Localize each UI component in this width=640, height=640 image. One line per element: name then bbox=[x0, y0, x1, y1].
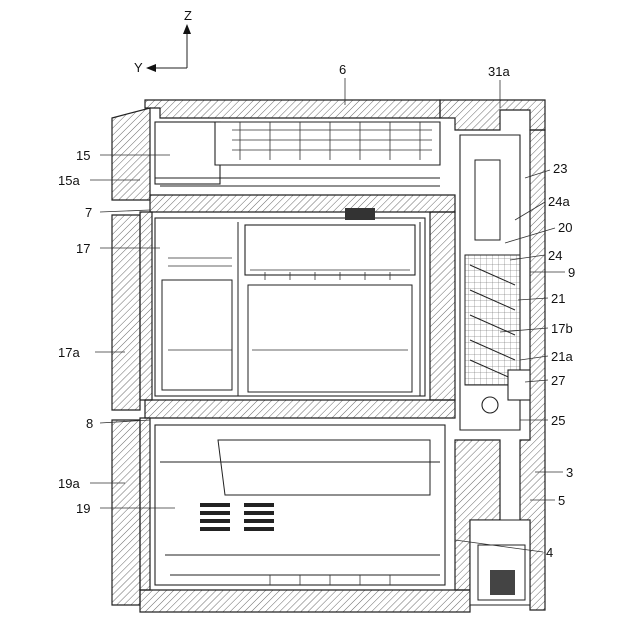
label-9: 9 bbox=[568, 265, 575, 280]
axis-indicator: Z Y bbox=[134, 8, 192, 75]
bottom-compartment bbox=[155, 425, 445, 585]
fan-housing bbox=[345, 208, 375, 220]
rear-duct bbox=[460, 135, 530, 430]
label-3: 3 bbox=[566, 465, 573, 480]
label-27: 27 bbox=[551, 373, 565, 388]
label-8: 8 bbox=[86, 416, 93, 431]
label-24a: 24a bbox=[548, 194, 570, 209]
label-31a: 31a bbox=[488, 64, 510, 79]
label-15a: 15a bbox=[58, 173, 80, 188]
label-15: 15 bbox=[76, 148, 90, 163]
label-17a: 17a bbox=[58, 345, 80, 360]
label-20: 20 bbox=[558, 220, 572, 235]
axis-y-label: Y bbox=[134, 60, 143, 75]
label-19: 19 bbox=[76, 501, 90, 516]
component-27 bbox=[508, 370, 530, 400]
compressor bbox=[490, 570, 515, 595]
label-24: 24 bbox=[548, 248, 562, 263]
middle-compartment bbox=[155, 208, 425, 396]
upper-bin bbox=[245, 225, 415, 275]
label-7: 7 bbox=[85, 205, 92, 220]
label-23: 23 bbox=[553, 161, 567, 176]
top-compartment bbox=[155, 122, 440, 186]
label-25: 25 bbox=[551, 413, 565, 428]
axis-z-label: Z bbox=[184, 8, 192, 23]
label-17: 17 bbox=[76, 241, 90, 256]
label-4: 4 bbox=[546, 545, 553, 560]
label-6: 6 bbox=[339, 62, 346, 77]
label-17b: 17b bbox=[551, 321, 573, 336]
label-21a: 21a bbox=[551, 349, 573, 364]
machine-room bbox=[470, 520, 530, 605]
label-5: 5 bbox=[558, 493, 565, 508]
label-21: 21 bbox=[551, 291, 565, 306]
label-19a: 19a bbox=[58, 476, 80, 491]
defrost-heater bbox=[482, 397, 498, 413]
